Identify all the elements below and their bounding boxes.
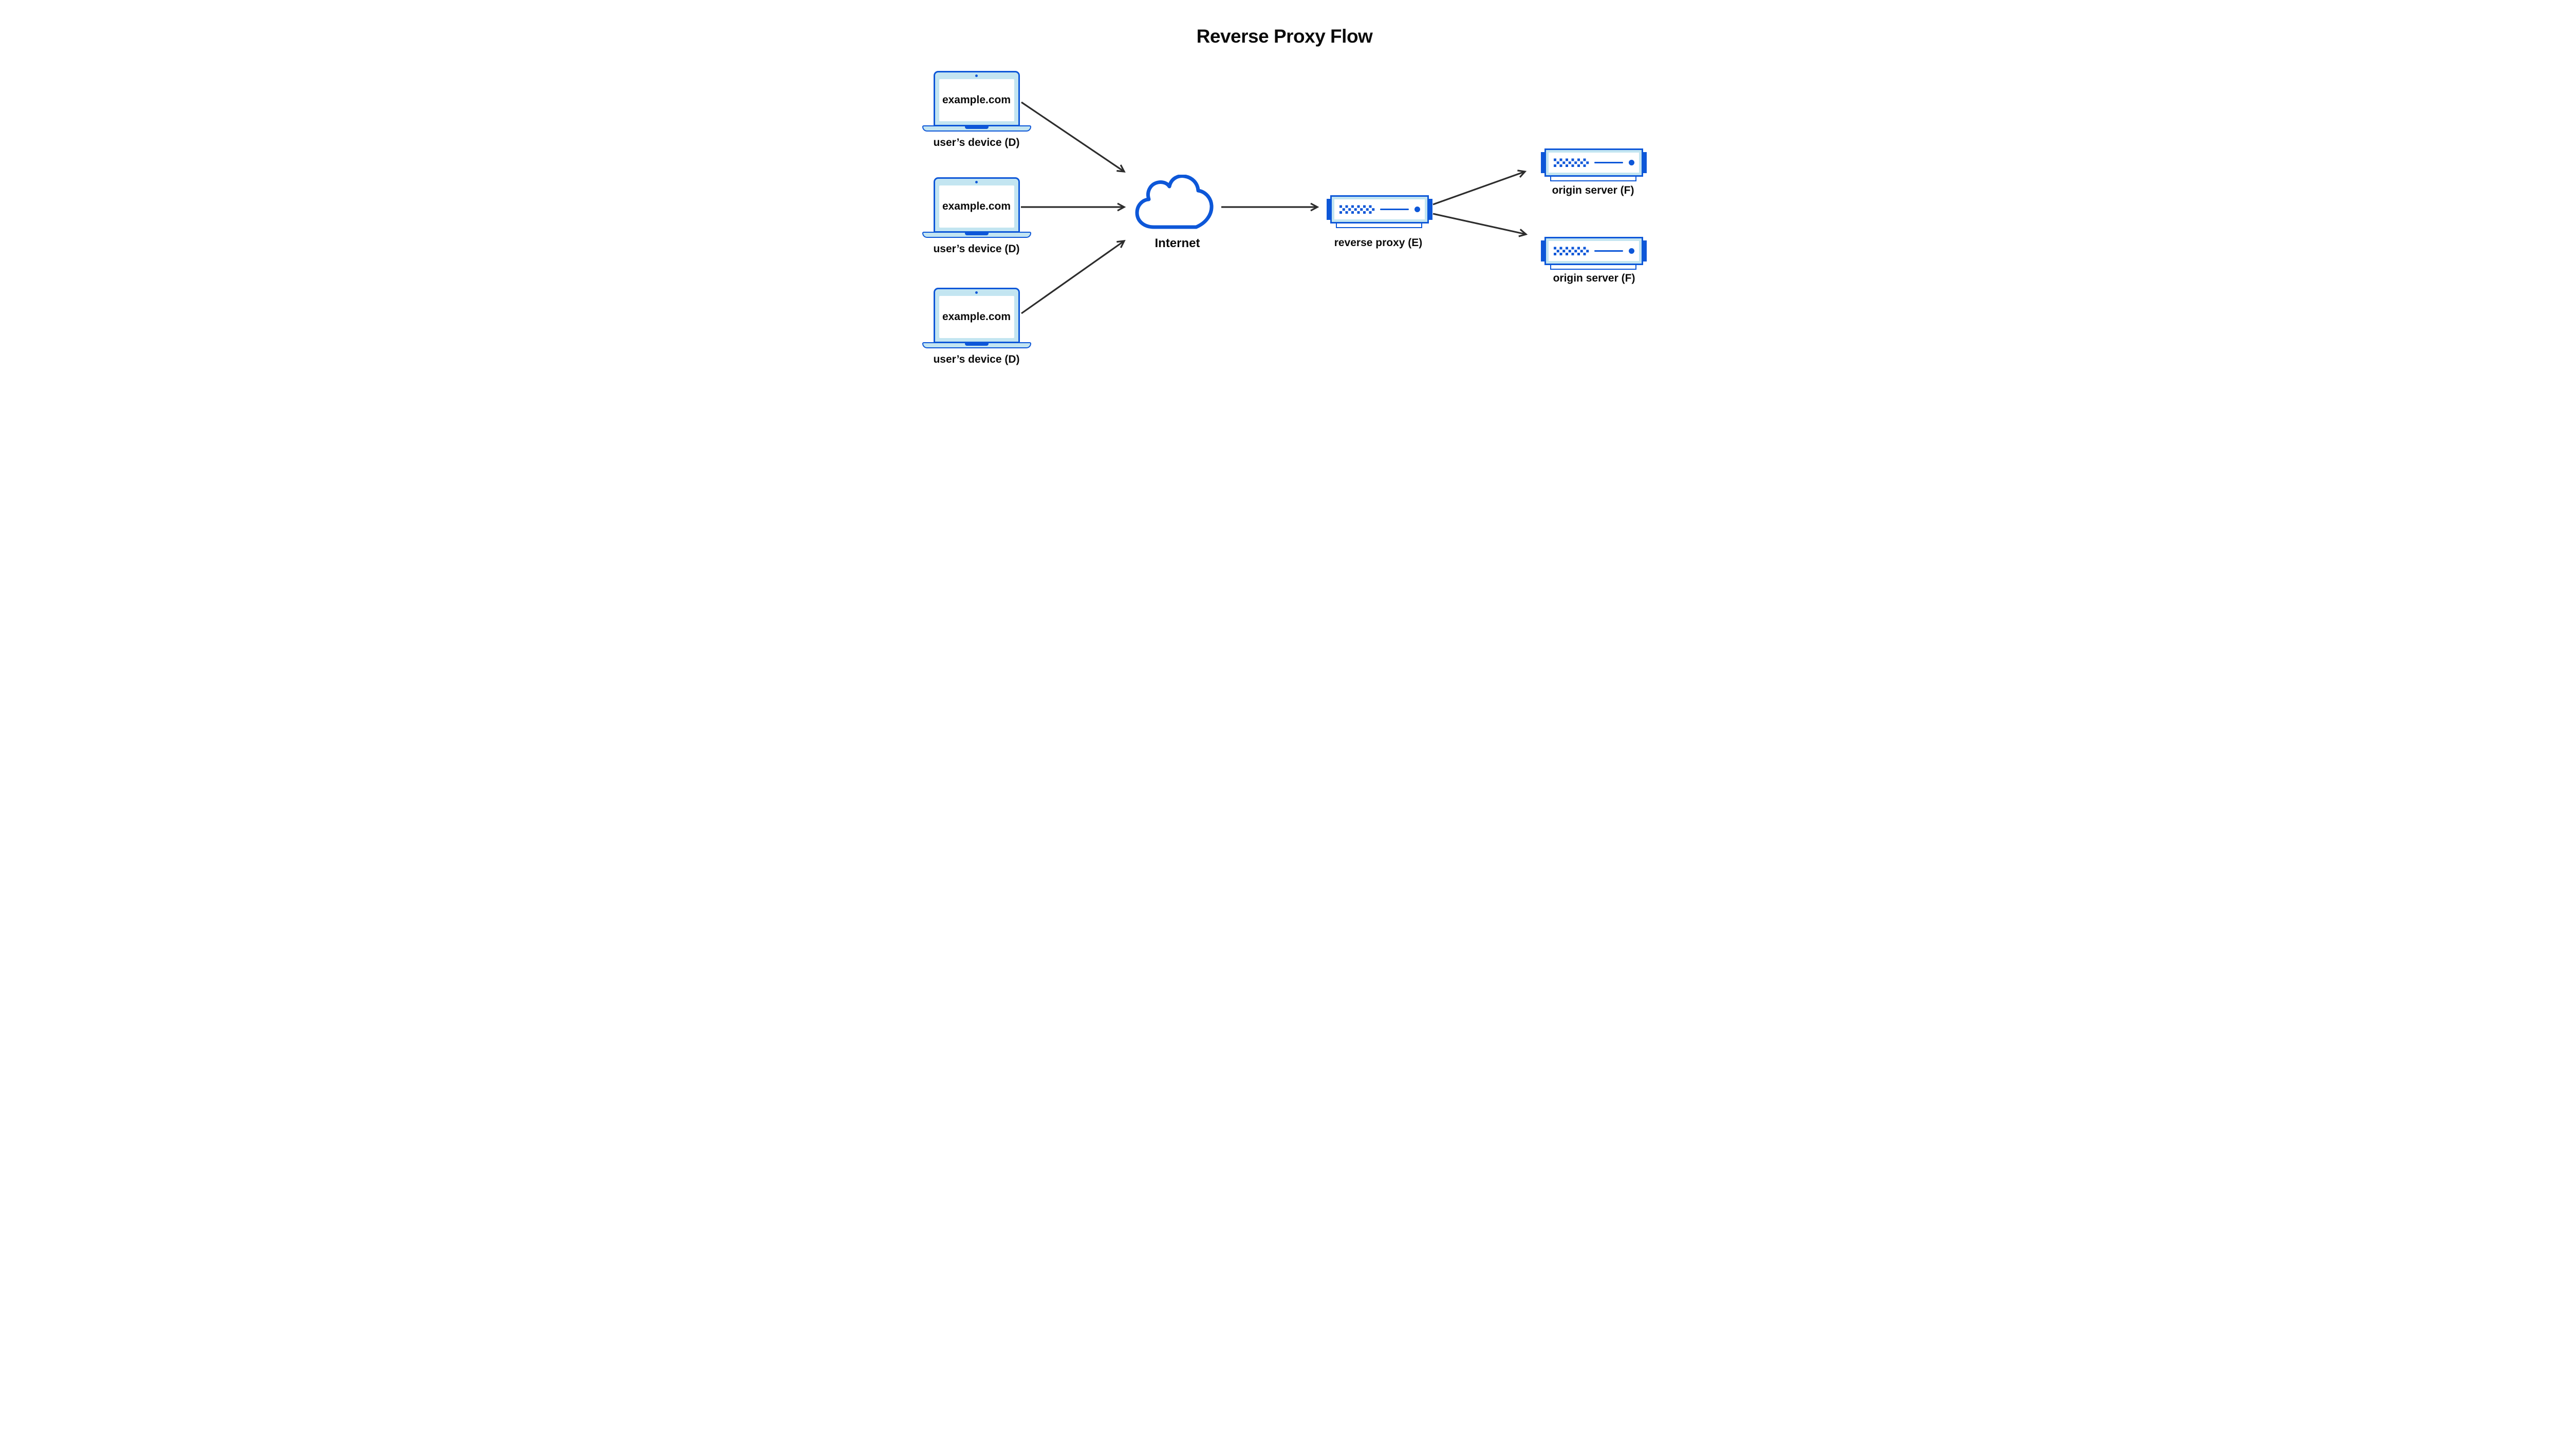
device-label: user’s device (D) <box>933 353 1020 365</box>
internet-node <box>1132 174 1218 232</box>
laptop-screen: example.com <box>933 288 1020 343</box>
device-label: user’s device (D) <box>933 137 1020 148</box>
origin-server-1-label: origin server (F) <box>1552 184 1634 196</box>
server-chassis <box>1330 195 1429 223</box>
server-slot-icon <box>1594 161 1623 164</box>
diagram-canvas: Reverse Proxy Flow example.com user’s de… <box>882 0 1687 403</box>
server-mount-tab-right <box>1642 240 1647 262</box>
device-screen-text: example.com <box>939 296 1014 338</box>
server-face <box>1548 241 1639 261</box>
origin-server-2-icon <box>1540 237 1647 277</box>
page-title: Reverse Proxy Flow <box>1196 26 1373 47</box>
user-device-icon: example.com user’s device (D) <box>922 71 1031 148</box>
camera-dot-icon <box>975 74 978 77</box>
server-power-led-icon <box>1628 248 1634 254</box>
reverse-proxy-label: reverse proxy (E) <box>1334 237 1423 249</box>
server-mount-tab-left <box>1540 152 1546 173</box>
server-mount-tab-right <box>1642 152 1647 173</box>
laptop-notch <box>964 343 989 346</box>
server-mount-tab-left <box>1540 240 1546 262</box>
origin-server-2-label: origin server (F) <box>1553 272 1635 284</box>
server-vents-icon <box>1339 205 1374 214</box>
laptop-notch <box>964 126 989 129</box>
server-mount-tab-left <box>1326 199 1331 220</box>
server-chassis <box>1544 237 1643 265</box>
device-screen-text: example.com <box>939 79 1014 121</box>
internet-cloud-icon <box>1135 174 1214 229</box>
reverse-proxy-icon <box>1326 195 1432 235</box>
laptop-screen: example.com <box>933 71 1020 126</box>
origin-server-1-icon <box>1540 148 1647 189</box>
server-vents-icon <box>1553 158 1589 167</box>
server-mount-tab-right <box>1427 199 1432 220</box>
server-slot-icon <box>1380 208 1409 211</box>
user-device-icon: example.com user’s device (D) <box>922 288 1031 365</box>
camera-dot-icon <box>975 181 978 183</box>
arrow-proxy-to-origin1 <box>1432 170 1526 206</box>
laptop-screen: example.com <box>933 177 1020 233</box>
server-face <box>1548 153 1639 173</box>
internet-label: Internet <box>1155 236 1200 250</box>
user-device-icon: example.com user’s device (D) <box>922 177 1031 255</box>
server-face <box>1334 199 1425 219</box>
camera-dot-icon <box>975 291 978 294</box>
server-vents-icon <box>1553 247 1589 255</box>
server-chassis <box>1544 148 1643 177</box>
device-label: user’s device (D) <box>933 243 1020 255</box>
server-power-led-icon <box>1628 160 1634 165</box>
server-power-led-icon <box>1414 207 1420 212</box>
arrow-proxy-to-origin2 <box>1432 213 1528 237</box>
device-screen-text: example.com <box>939 185 1014 228</box>
laptop-notch <box>964 233 989 235</box>
server-slot-icon <box>1594 250 1623 252</box>
